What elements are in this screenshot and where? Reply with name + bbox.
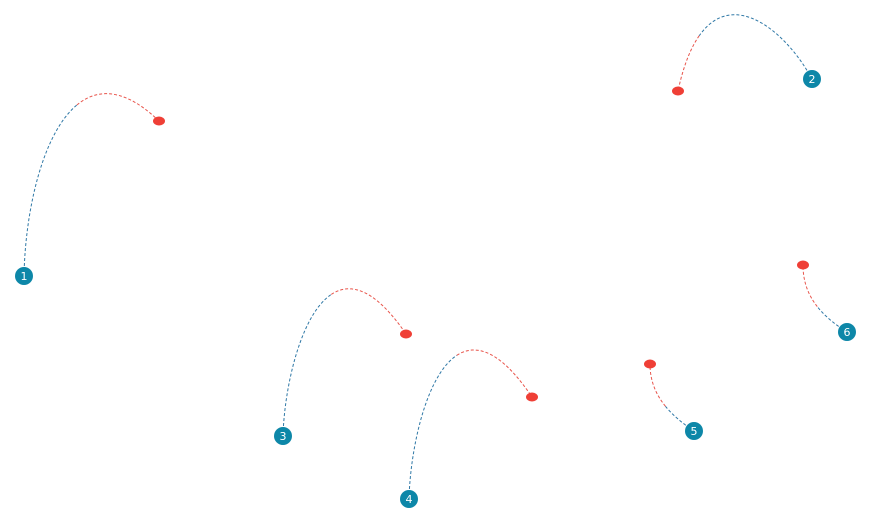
connector-line-end-segment — [802, 264, 818, 307]
connector-line-start-segment — [282, 294, 332, 437]
end-node[interactable] — [400, 329, 412, 339]
start-node-badge[interactable] — [685, 422, 703, 440]
connector-line-end-segment — [456, 349, 533, 398]
end-node[interactable] — [526, 392, 538, 402]
connector-3: 3 — [274, 288, 412, 445]
start-node-badge[interactable] — [803, 70, 821, 88]
start-node-label: 2 — [809, 73, 816, 86]
end-node[interactable] — [153, 116, 165, 126]
end-node[interactable] — [644, 359, 656, 369]
start-node-badge[interactable] — [400, 490, 418, 508]
start-node-label: 1 — [21, 270, 28, 283]
connector-line-start-segment — [408, 354, 458, 500]
start-node-label: 4 — [406, 493, 413, 506]
connector-line-end-segment — [677, 35, 700, 92]
connector-6: 6 — [797, 260, 856, 341]
connector-line-end-segment — [649, 363, 666, 407]
connector-4: 4 — [400, 349, 538, 508]
start-node-badge[interactable] — [838, 323, 856, 341]
connector-2: 2 — [672, 14, 821, 96]
start-node-label: 3 — [280, 430, 287, 443]
end-node[interactable] — [797, 260, 809, 270]
end-node[interactable] — [672, 86, 684, 96]
start-node-label: 5 — [691, 425, 698, 438]
connector-5: 5 — [644, 359, 703, 440]
connector-line-end-segment — [330, 288, 407, 335]
connector-line-end-segment — [76, 93, 160, 122]
connector-line-start-segment — [698, 14, 813, 80]
connector-line-start-segment — [23, 104, 78, 277]
start-node-badge[interactable] — [15, 267, 33, 285]
start-node-label: 6 — [844, 326, 851, 339]
start-node-badge[interactable] — [274, 427, 292, 445]
connector-1: 1 — [15, 93, 165, 285]
